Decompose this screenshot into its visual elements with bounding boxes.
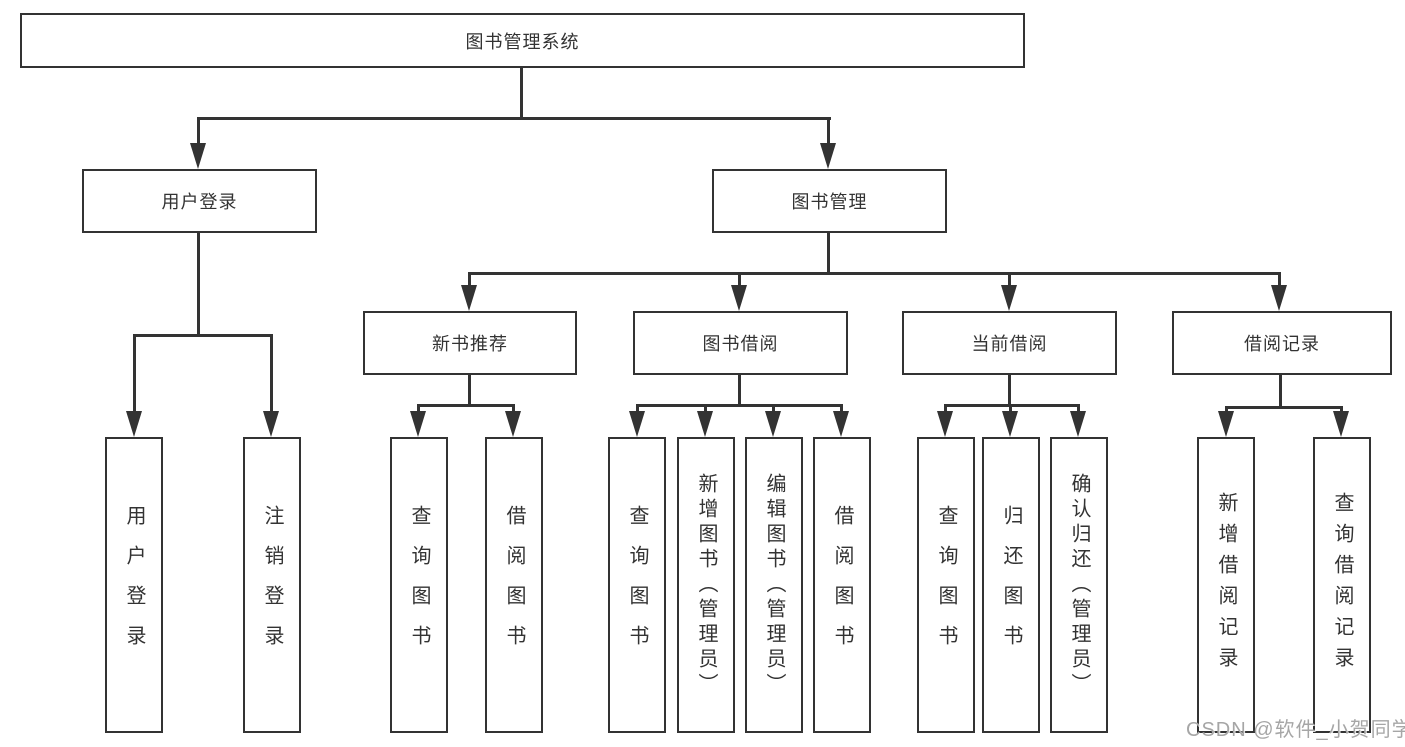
leaf-record-query-record-label: 查询借阅记录	[1331, 492, 1353, 678]
node-new-book-recommend-label: 新书推荐	[432, 334, 508, 354]
arrow-down-icon	[461, 285, 477, 311]
connector-line	[133, 334, 273, 337]
leaf-logout-login: 注销登录	[243, 437, 301, 733]
arrow-down-icon	[126, 411, 142, 437]
leaf-rec-query-book-label: 查询图书	[408, 505, 430, 665]
arrow-down-icon	[410, 411, 426, 437]
connector-line	[512, 404, 515, 414]
leaf-logout-login-label: 注销登录	[261, 505, 283, 665]
leaf-rec-borrow-book: 借阅图书	[485, 437, 543, 733]
connector-line	[520, 68, 523, 119]
arrow-down-icon	[833, 411, 849, 437]
connector-line	[1278, 272, 1281, 288]
leaf-record-add-record-label: 新增借阅记录	[1215, 492, 1237, 678]
connector-line	[1008, 272, 1011, 288]
connector-line	[827, 117, 830, 147]
arrow-down-icon	[765, 411, 781, 437]
connector-line	[636, 404, 843, 407]
connector-line	[417, 404, 515, 407]
leaf-borrow-add-book-admin-label: 新增图书（管理员）	[695, 472, 717, 698]
leaf-user-login: 用户登录	[105, 437, 163, 733]
arrow-down-icon	[731, 285, 747, 311]
node-borrow-record-label: 借阅记录	[1244, 334, 1320, 354]
node-book-management-label: 图书管理	[791, 192, 868, 212]
connector-line	[827, 233, 830, 275]
connector-line	[1225, 406, 1343, 409]
connector-line	[468, 375, 471, 407]
leaf-borrow-edit-book-admin: 编辑图书（管理员）	[745, 437, 803, 733]
connector-line	[1009, 404, 1012, 414]
leaf-current-return-book-label: 归还图书	[1000, 505, 1022, 665]
node-new-book-recommend: 新书推荐	[363, 311, 577, 375]
connector-line	[468, 272, 1281, 275]
arrow-down-icon	[1218, 411, 1234, 437]
arrow-down-icon	[1001, 285, 1017, 311]
leaf-borrow-borrow-book: 借阅图书	[813, 437, 871, 733]
connector-line	[636, 404, 639, 414]
arrow-down-icon	[1333, 411, 1349, 437]
leaf-borrow-add-book-admin: 新增图书（管理员）	[677, 437, 735, 733]
connector-line	[772, 404, 775, 414]
node-book-borrow-label: 图书借阅	[702, 334, 779, 354]
leaf-current-query-book-label: 查询图书	[935, 505, 957, 665]
node-current-borrow-label: 当前借阅	[971, 334, 1048, 354]
arrow-down-icon	[629, 411, 645, 437]
connector-line	[197, 233, 200, 336]
leaf-borrow-query-book: 查询图书	[608, 437, 666, 733]
csdn-watermark: CSDN @软件_小贺同学	[1186, 719, 1405, 741]
leaf-user-login-label: 用户登录	[123, 505, 145, 665]
node-current-borrow: 当前借阅	[902, 311, 1117, 375]
connector-line	[133, 334, 136, 413]
arrow-down-icon	[1070, 411, 1086, 437]
connector-line	[738, 272, 741, 288]
leaf-record-add-record: 新增借阅记录	[1197, 437, 1255, 733]
leaf-current-confirm-return-admin-label: 确认归还（管理员）	[1068, 472, 1090, 698]
connector-line	[198, 117, 831, 120]
connector-line	[270, 334, 273, 413]
connector-line	[468, 272, 471, 288]
connector-line	[197, 117, 200, 147]
leaf-current-confirm-return-admin: 确认归还（管理员）	[1050, 437, 1108, 733]
connector-line	[1225, 406, 1228, 414]
node-user-login-label: 用户登录	[161, 192, 238, 212]
connector-line	[417, 404, 420, 414]
connector-line	[840, 404, 843, 414]
arrow-down-icon	[263, 411, 279, 437]
connector-line	[1279, 375, 1282, 409]
leaf-borrow-query-book-label: 查询图书	[626, 505, 648, 665]
arrow-down-icon	[1271, 285, 1287, 311]
arrow-down-icon	[937, 411, 953, 437]
node-book-borrow: 图书借阅	[633, 311, 848, 375]
connector-line	[944, 404, 947, 414]
node-borrow-record: 借阅记录	[1172, 311, 1392, 375]
leaf-borrow-edit-book-admin-label: 编辑图书（管理员）	[763, 472, 785, 698]
arrow-down-icon	[697, 411, 713, 437]
leaf-current-query-book: 查询图书	[917, 437, 975, 733]
connector-line	[704, 404, 707, 414]
leaf-record-query-record: 查询借阅记录	[1313, 437, 1371, 733]
leaf-borrow-borrow-book-label: 借阅图书	[831, 505, 853, 665]
connector-line	[944, 404, 1080, 407]
node-user-login: 用户登录	[82, 169, 317, 233]
connector-line	[738, 375, 741, 407]
arrow-down-icon	[190, 143, 206, 169]
arrow-down-icon	[1002, 411, 1018, 437]
leaf-current-return-book: 归还图书	[982, 437, 1040, 733]
leaf-rec-borrow-book-label: 借阅图书	[503, 505, 525, 665]
connector-line	[1340, 406, 1343, 414]
arrow-down-icon	[505, 411, 521, 437]
arrow-down-icon	[820, 143, 836, 169]
connector-line	[1077, 404, 1080, 414]
node-root: 图书管理系统	[20, 13, 1025, 68]
node-book-management: 图书管理	[712, 169, 947, 233]
leaf-rec-query-book: 查询图书	[390, 437, 448, 733]
connector-line	[1008, 375, 1011, 407]
node-root-label: 图书管理系统	[465, 31, 580, 52]
